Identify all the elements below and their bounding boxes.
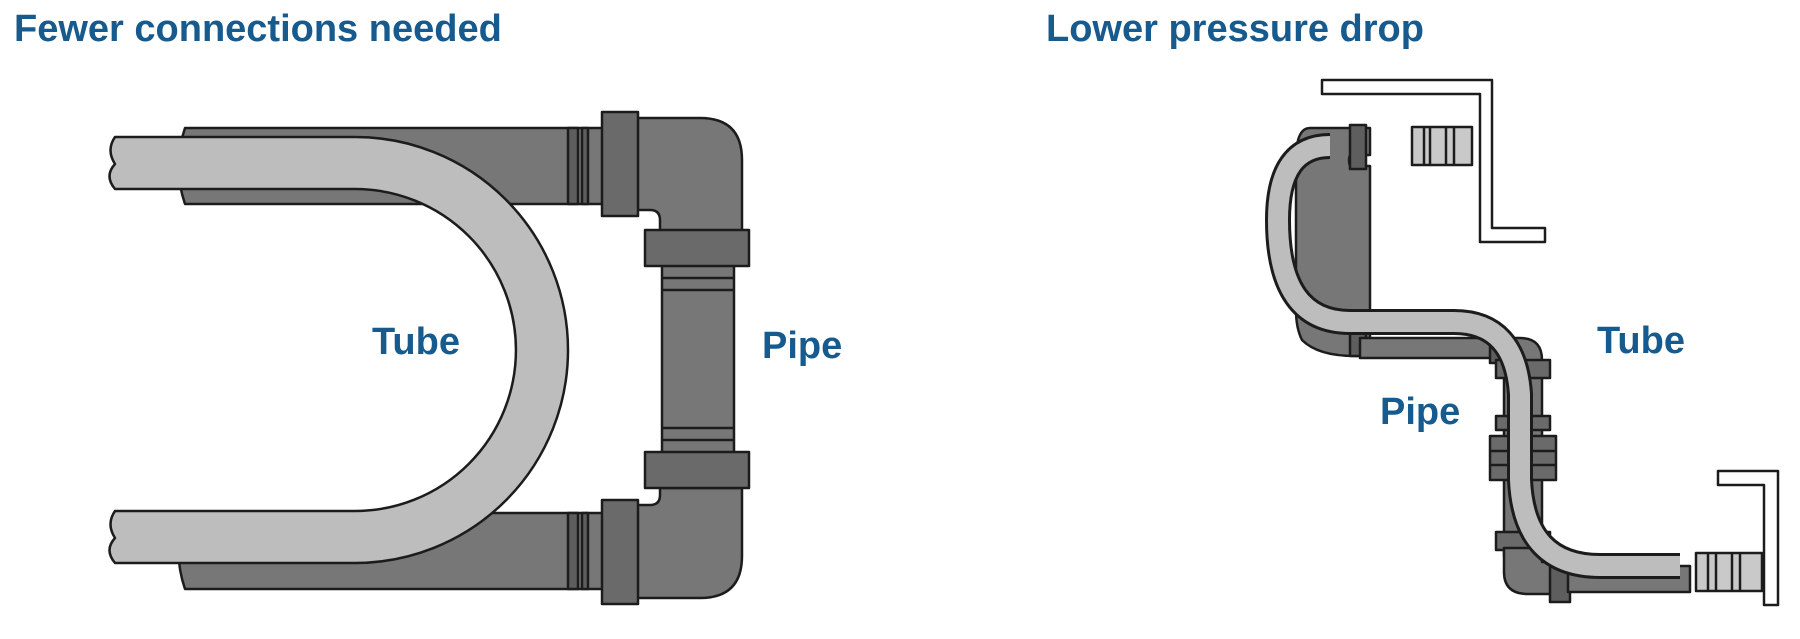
bottom-elbow-fitting (633, 486, 744, 600)
left-tube-label: Tube (372, 321, 460, 363)
lower-tube-fitting (1694, 551, 1764, 593)
right-tube-label: Tube (1597, 320, 1685, 362)
middle-pipe-run (1358, 336, 1504, 360)
pipe-vs-tube-pressure-diagram (1265, 78, 1780, 607)
right-panel-title: Lower pressure drop (1046, 8, 1424, 50)
top-pipe-band (566, 126, 580, 206)
lower-coupling (643, 450, 751, 490)
lower-wall-bracket (1716, 469, 1780, 607)
right-panel: Lower pressure drop (900, 0, 1800, 639)
pipe-vs-tube-connections-diagram (108, 110, 751, 606)
bent-tube-fill (1268, 136, 1680, 576)
upper-coupling (643, 228, 751, 268)
left-panel: Fewer connections needed (14, 8, 843, 606)
bottom-pipe-band-2 (580, 511, 590, 591)
top-elbow-collar (600, 110, 640, 218)
upper-wall-bracket (1320, 78, 1547, 244)
top-elbow-fitting (633, 116, 744, 234)
upper-tube-fitting (1410, 125, 1474, 167)
left-panel-title: Fewer connections needed (14, 8, 502, 50)
top-pipe-band-2 (580, 126, 590, 206)
bottom-elbow-collar (600, 498, 640, 606)
bottom-pipe-band (566, 511, 580, 591)
upper-pipe-band (1348, 123, 1368, 171)
right-pipe-label: Pipe (1380, 391, 1461, 433)
left-pipe-label: Pipe (762, 325, 843, 367)
bent-tube (108, 135, 570, 565)
